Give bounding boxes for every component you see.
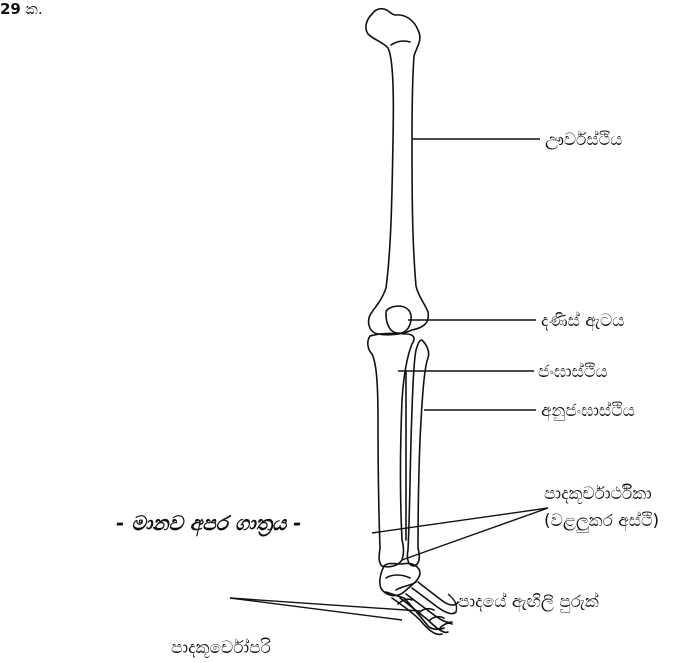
label-tarsals-line1: පාදකූර්චාර්ථිකා bbox=[544, 484, 652, 504]
label-tibia: ජංඝාස්ථිය bbox=[538, 362, 608, 382]
femur-bone bbox=[366, 9, 428, 335]
metatarsals-leader-1 bbox=[230, 598, 420, 611]
tarsals-leader-1 bbox=[372, 508, 548, 533]
tibia-bone bbox=[368, 333, 414, 566]
label-knee-cap: දණිස් ඇටය bbox=[541, 311, 624, 332]
fibula-bone bbox=[407, 340, 428, 566]
label-tarsals-line2: (වළලුකර අස්ථි) bbox=[544, 511, 659, 534]
tarsals-leader-2 bbox=[402, 508, 548, 560]
label-metatarsals: පාදකූර්චෝපරි bbox=[171, 638, 272, 658]
tarsal-bones bbox=[380, 563, 420, 595]
metatarsals-leader-2 bbox=[230, 598, 402, 620]
patella-bone bbox=[386, 306, 411, 333]
label-fibula: අනුජංඝාස්ථිය bbox=[541, 401, 635, 422]
label-phalanges: පාදයේ ඇඟිලි පුරුක් bbox=[458, 592, 599, 613]
phalanges-brace bbox=[448, 594, 457, 612]
label-femur: ඌර්වස්ථිය bbox=[545, 130, 622, 150]
